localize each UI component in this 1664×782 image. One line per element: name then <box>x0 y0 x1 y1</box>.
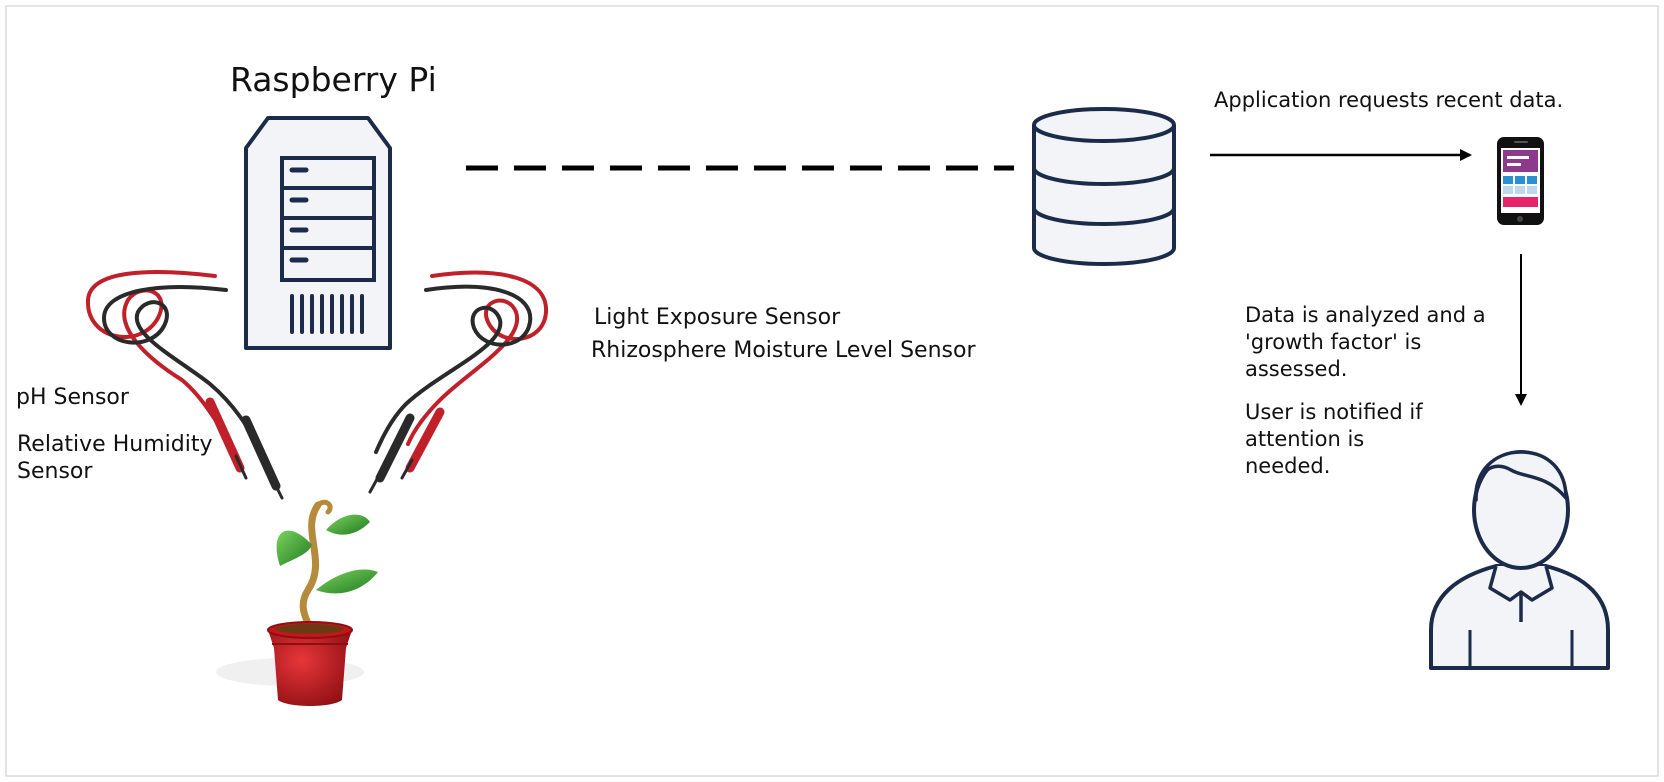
right-sensor-probes <box>368 270 549 494</box>
light-exposure-sensor-label: Light Exposure Sensor <box>594 305 841 330</box>
potted-plant-icon <box>216 499 378 706</box>
app-request-label: Application requests recent data. <box>1214 88 1564 112</box>
analysis-label: Data is analyzed and a 'growth factor' i… <box>1245 303 1486 381</box>
database-icon <box>1032 107 1176 266</box>
notify-label: User is notified if attention is needed. <box>1245 400 1423 478</box>
diagram-frame <box>5 5 1659 777</box>
user-icon <box>1429 450 1610 670</box>
raspberry-pi-server-icon <box>244 116 392 350</box>
ph-sensor-label: pH Sensor <box>16 385 129 410</box>
smartphone-icon <box>1497 137 1544 225</box>
humidity-sensor-label: Relative Humidity Sensor <box>17 432 213 484</box>
left-sensor-probes <box>85 269 284 500</box>
raspberry-pi-title: Raspberry Pi <box>230 60 437 99</box>
moisture-sensor-label: Rhizosphere Moisture Level Sensor <box>591 338 976 363</box>
